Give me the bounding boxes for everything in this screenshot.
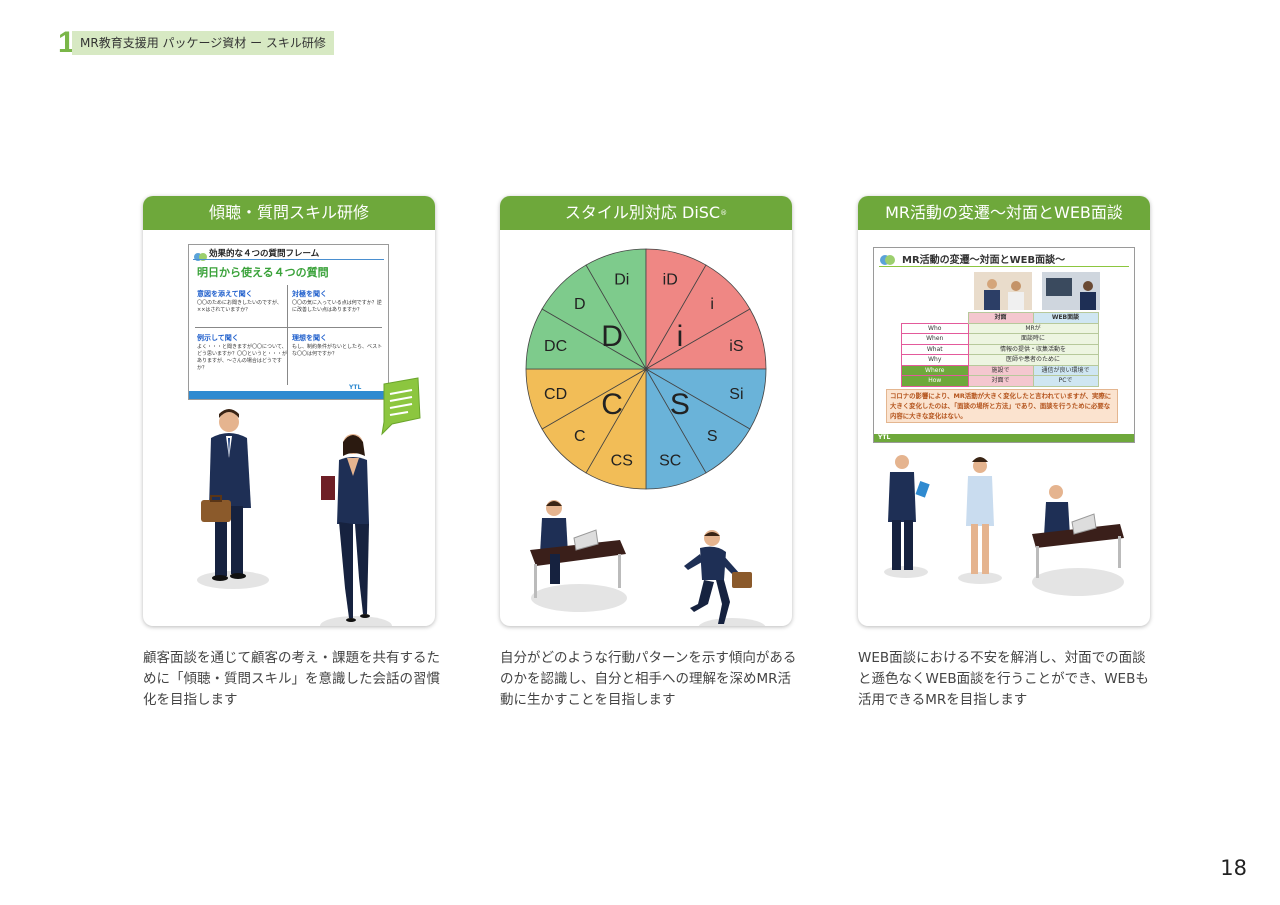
slide-rule [879,266,1129,267]
slice-label: CD [544,386,567,403]
card-description-disc: 自分がどのような行動パターンを示す傾向があるのかを認識し、自分と相手への理解を深… [500,650,797,708]
slice-label: SC [659,452,681,469]
face-to-face-photo [974,272,1032,310]
quadrant-label-c: C [601,388,623,421]
business-people-illustration [884,455,1124,596]
quadrant-label-s: S [670,388,690,421]
row-label: What [901,343,969,355]
slice-label: iD [663,272,678,289]
slice-label: D [574,296,586,313]
section-header: 1 MR教育支援用 パッケージ資材 ー スキル研修 [58,26,334,59]
slide-rule [193,259,384,260]
row-web: PCで [1032,375,1099,387]
card-description-web: WEB面談における不安を解消し、対面での面談と遜色なくWEB面談を行うことができ… [858,650,1149,708]
slide-thumbnail: MR活動の変遷〜対面とWEB面談〜 対面 WEB面談 Wh [873,247,1135,443]
slice-label: CS [611,452,633,469]
col-face: 対面 [967,312,1034,324]
slide-note: コロナの影響により、MR活動が大きく変化したと言われていますが、実際に大きく変化… [886,389,1118,423]
slice-label: iS [729,338,743,355]
speech-bubble-icon [879,251,895,265]
row-web: 通信が良い環境で [1032,364,1099,376]
card-title: 傾聴・質問スキル研修 [143,196,435,230]
q2-text: 〇〇の気に入っている点は何ですか？逆に改善したい点はありますか？ [292,300,382,313]
table-row: How 対面で PCで [901,375,1099,387]
q3-title: 例示して聞く [197,334,239,342]
running-man-illustration [684,530,766,626]
row-value: MRが [967,322,1099,334]
card-title: スタイル別対応 DiSC® [500,196,792,230]
slide-thumbnail: 効果的な４つの質問フレーム 明日から使える４つの質問 意図を添えて聞く 〇〇のた… [188,244,389,400]
quadrant-label-d: D [601,320,623,353]
q1-text: 〇〇のためにお聞きしたいのですが、××はされていますか？ [197,300,282,313]
quadrant-label-i: i [677,320,684,353]
comparison-table: 対面 WEB面談 Who MRが When 面談時に What 情報の提供・収集… [901,312,1099,387]
slide-footer-bar [874,434,1134,442]
table-row: Why 医師や患者のために [901,354,1099,366]
card-listening-skill[interactable]: 傾聴・質問スキル研修 効果的な４つの質問フレーム 明日から使える４つの質問 意図… [143,196,435,626]
row-value: 医師や患者のために [967,354,1099,366]
businesswoman-illustration [320,434,392,626]
section-number: 1 [58,26,75,59]
row-label: When [901,333,969,345]
slice-label: Si [729,386,743,403]
registered-mark: ® [720,209,728,217]
page-number: 18 [1220,856,1247,880]
row-value: 情報の提供・収集活動を [967,343,1099,355]
man-at-desk-illustration [530,500,627,612]
businessman-illustration [197,409,269,589]
card-description-listening: 顧客面談を通じて顧客の考え・課題を共有するために「傾聴・質問スキル」を意識した会… [143,650,440,708]
slice-label: DC [544,338,567,355]
table-row: Who MRが [901,322,1099,334]
q1-title: 意図を添えて聞く [197,290,253,298]
pie-slice-d [541,264,648,371]
slide-logo: YTL [878,434,891,441]
card-web-meeting[interactable]: MR活動の変遷〜対面とWEB面談 MR活動の変遷〜対面とWEB面談〜 [858,196,1150,626]
slide-subtitle: 明日から使える４つの質問 [197,266,329,279]
card-title-text: スタイル別対応 DiSC [564,203,721,222]
row-value: 面談時に [967,333,1099,345]
col-web: WEB面談 [1032,312,1099,324]
slice-label: S [707,428,718,445]
chat-bubble-icon [381,377,421,436]
grid-vline [287,285,288,385]
slice-label: C [574,428,586,445]
row-face: 対面で [967,375,1034,387]
row-label: Why [901,354,969,366]
card-body: 効果的な４つの質問フレーム 明日から使える４つの質問 意図を添えて聞く 〇〇のた… [143,230,435,626]
row-face: 施設で [967,364,1034,376]
slide-logo: YTL [349,384,362,391]
table-row: Where 施設で 通信が良い環境で [901,364,1099,376]
grid-hline [195,327,382,328]
slide-header: MR活動の変遷〜対面とWEB面談〜 [902,255,1066,266]
q4-text: もし、制約条件がないとしたら、ベストな〇〇は何ですか？ [292,344,383,357]
card-title: MR活動の変遷〜対面とWEB面談 [858,196,1150,230]
slide-header: 効果的な４つの質問フレーム [209,249,320,259]
slice-label: Di [614,272,629,289]
table-row: When 面談時に [901,333,1099,345]
web-meeting-photo [1042,272,1100,310]
section-label: MR教育支援用 パッケージ資材 ー スキル研修 [72,31,334,55]
card-body: MR活動の変遷〜対面とWEB面談〜 対面 WEB面談 Wh [858,230,1150,626]
slide-footer-bar [189,391,388,399]
table-row: What 情報の提供・収集活動を [901,343,1099,355]
row-label: Who [901,322,969,334]
corner-cell [902,313,969,324]
slice-label: i [710,296,714,313]
q2-title: 対極を聞く [292,290,327,298]
row-label: How [901,375,969,387]
q3-text: よく・・・と聞きますが〇〇について、どう思いますか？〇〇というと・・・があります… [197,344,288,371]
q4-title: 理想を聞く [292,334,327,342]
speech-bubble-icon [193,247,207,261]
row-label: Where [901,364,969,376]
